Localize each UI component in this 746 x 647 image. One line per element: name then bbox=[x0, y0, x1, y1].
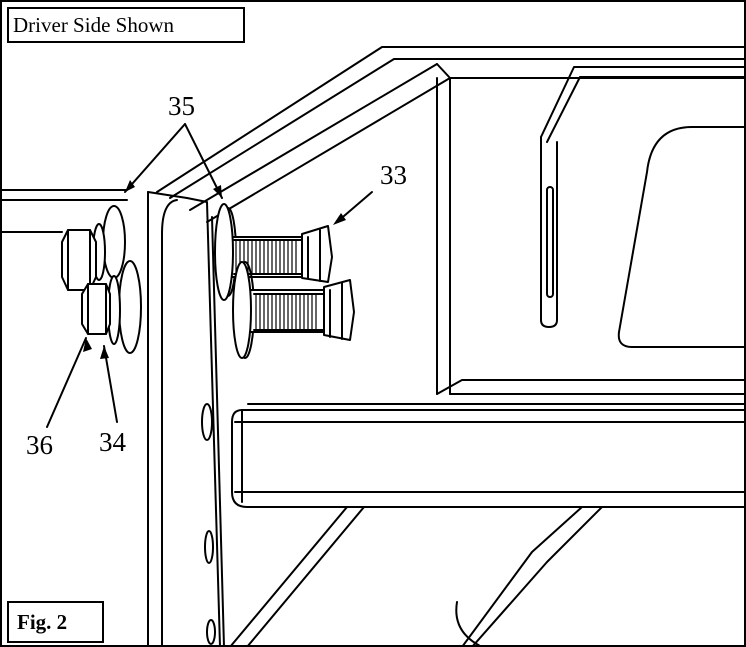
arrowheads bbox=[83, 180, 346, 359]
callout-35: 35 bbox=[168, 91, 195, 121]
nut-36 bbox=[61, 229, 111, 335]
leader-arrows bbox=[46, 123, 373, 428]
left-rail bbox=[2, 189, 128, 233]
leader-36 bbox=[46, 337, 87, 428]
arrowhead-35-left bbox=[125, 180, 135, 192]
panel-cutout bbox=[617, 126, 744, 348]
callout-34: 34 bbox=[99, 427, 126, 457]
figure-label-box: Fig. 2 bbox=[7, 601, 104, 643]
leader-35-left bbox=[124, 123, 186, 193]
figure-label: Fig. 2 bbox=[17, 610, 68, 634]
arrowhead-33 bbox=[333, 213, 346, 225]
caption-box: Driver Side Shown bbox=[7, 7, 245, 43]
arrowhead-35-right bbox=[213, 185, 222, 198]
slotted-bracket bbox=[540, 66, 744, 328]
angled-top-bar bbox=[156, 46, 744, 223]
arrowhead-34 bbox=[100, 346, 109, 359]
arrowhead-36 bbox=[83, 338, 92, 352]
thread-hatch-upper bbox=[235, 239, 297, 275]
thread-hatch-lower bbox=[255, 293, 317, 331]
leader-35-right bbox=[184, 123, 223, 199]
caption-text: Driver Side Shown bbox=[13, 13, 174, 37]
vertical-frame-panel bbox=[436, 77, 451, 395]
callout-33: 33 bbox=[380, 160, 407, 190]
upright-bracket-plate bbox=[147, 191, 225, 645]
lower-braces bbox=[230, 506, 744, 645]
lower-cross-member bbox=[231, 379, 744, 508]
leader-34 bbox=[103, 345, 118, 423]
callout-36: 36 bbox=[26, 430, 53, 460]
bolt-lower bbox=[235, 261, 355, 359]
washer-35-right bbox=[214, 203, 252, 359]
